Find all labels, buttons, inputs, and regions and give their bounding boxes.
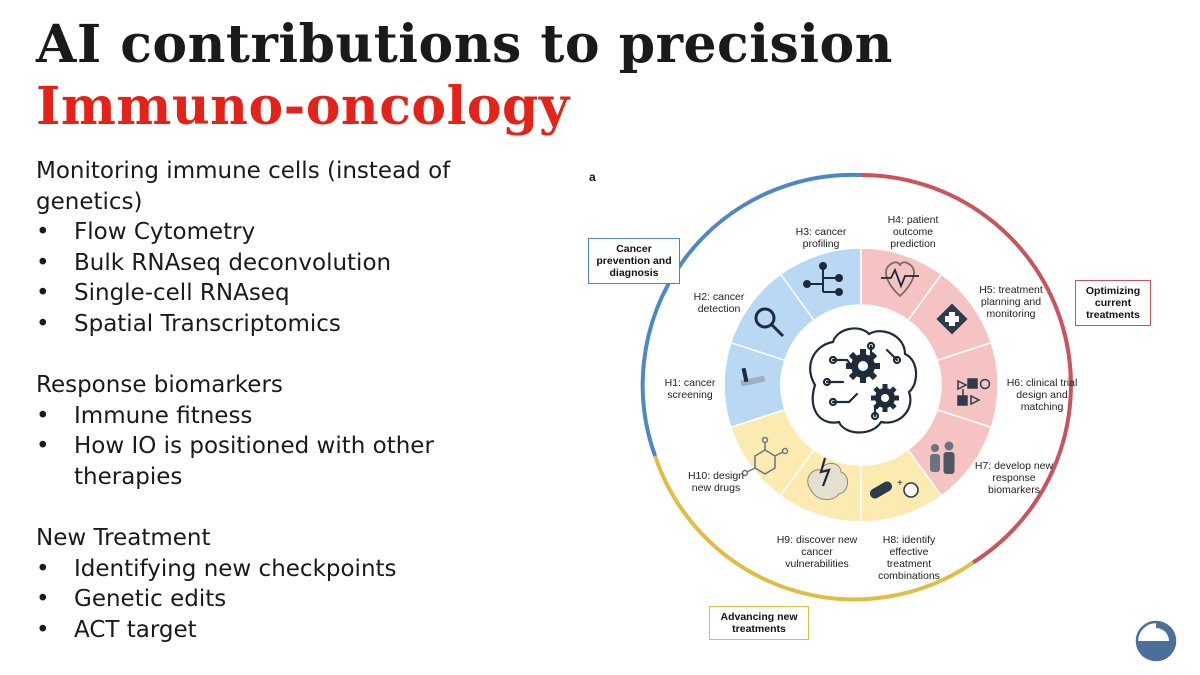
- outer-arc-advancing: [653, 455, 975, 602]
- tumor-icon: [807, 457, 848, 500]
- bullet-list: Identifying new checkpoints Genetic edit…: [36, 554, 476, 646]
- label-h9: H9: discover new cancer vulnerabilities: [776, 534, 858, 570]
- gear-icon: [846, 349, 880, 383]
- category-box-prevention: Cancer prevention and diagnosis: [588, 238, 680, 284]
- svg-text:+: +: [897, 478, 903, 489]
- outer-arc-prevention: [640, 172, 862, 457]
- outer-arc-optimizing: [860, 173, 1073, 565]
- category-box-advancing: Advancing new treatments: [709, 606, 809, 640]
- bullet-item: ACT target: [36, 615, 476, 646]
- section-monitoring: Monitoring immune cells (instead of gene…: [36, 156, 476, 340]
- label-h7: H7: develop new response biomarkers: [974, 460, 1054, 496]
- bullet-list: Immune fitness How IO is positioned with…: [36, 401, 476, 493]
- people-icon: [930, 441, 955, 474]
- label-h5: H5: treatment planning and monitoring: [979, 284, 1043, 320]
- title-accent: Immuno-oncology: [36, 76, 570, 137]
- label-h6: H6: clinical trial design and matching: [1006, 377, 1078, 413]
- bullet-item: Flow Cytometry: [36, 217, 476, 248]
- bullet-item: Immune fitness: [36, 401, 476, 432]
- hallmarks-wheel: +: [640, 172, 1073, 602]
- label-h2: H2: cancer detection: [693, 291, 745, 315]
- section-biomarkers: Response biomarkers Immune fitness How I…: [36, 370, 476, 492]
- bullet-item: Genetic edits: [36, 584, 476, 615]
- shapes-icon: [957, 378, 991, 406]
- label-h1: H1: cancer screening: [664, 377, 716, 401]
- bullet-item: Bulk RNAseq deconvolution: [36, 248, 476, 279]
- section-new-treatment: New Treatment Identifying new checkpoint…: [36, 523, 476, 645]
- bullet-item: How IO is positioned with other therapie…: [36, 431, 476, 492]
- ai-hallmarks-figure: a: [575, 160, 1175, 650]
- section-heading: Monitoring immune cells (instead of gene…: [36, 158, 451, 215]
- slide-title: AI contributions to precision Immuno-onc…: [36, 14, 1166, 138]
- bullet-item: Single-cell RNAseq: [36, 278, 476, 309]
- title-main: AI contributions to precision: [36, 14, 893, 75]
- label-h3: H3: cancer profiling: [795, 226, 847, 250]
- figure-panel-label: a: [589, 170, 596, 184]
- bullet-item: Identifying new checkpoints: [36, 554, 476, 585]
- category-box-optimizing: Optimizing current treatments: [1075, 280, 1151, 326]
- heart-monitor-icon: [881, 261, 919, 298]
- molecule-icon: [741, 436, 789, 477]
- gear-icon: [871, 384, 899, 412]
- pills-icon: +: [869, 478, 919, 499]
- section-heading: Response biomarkers: [36, 372, 283, 399]
- tree-icon: [803, 262, 843, 296]
- partial-circle-logo-icon: [1133, 618, 1179, 664]
- bullet-content: Monitoring immune cells (instead of gene…: [36, 156, 476, 646]
- bullet-list: Flow Cytometry Bulk RNAseq deconvolution…: [36, 217, 476, 339]
- magnifier-icon: [754, 307, 785, 338]
- label-h4: H4: patient outcome prediction: [887, 214, 939, 250]
- label-h8: H8: identify effective treatment combina…: [878, 534, 940, 582]
- label-h10: H10: design new drugs: [687, 470, 745, 494]
- section-heading: New Treatment: [36, 525, 211, 552]
- bullet-item: Spatial Transcriptomics: [36, 309, 476, 340]
- test-strip-icon: [740, 367, 766, 387]
